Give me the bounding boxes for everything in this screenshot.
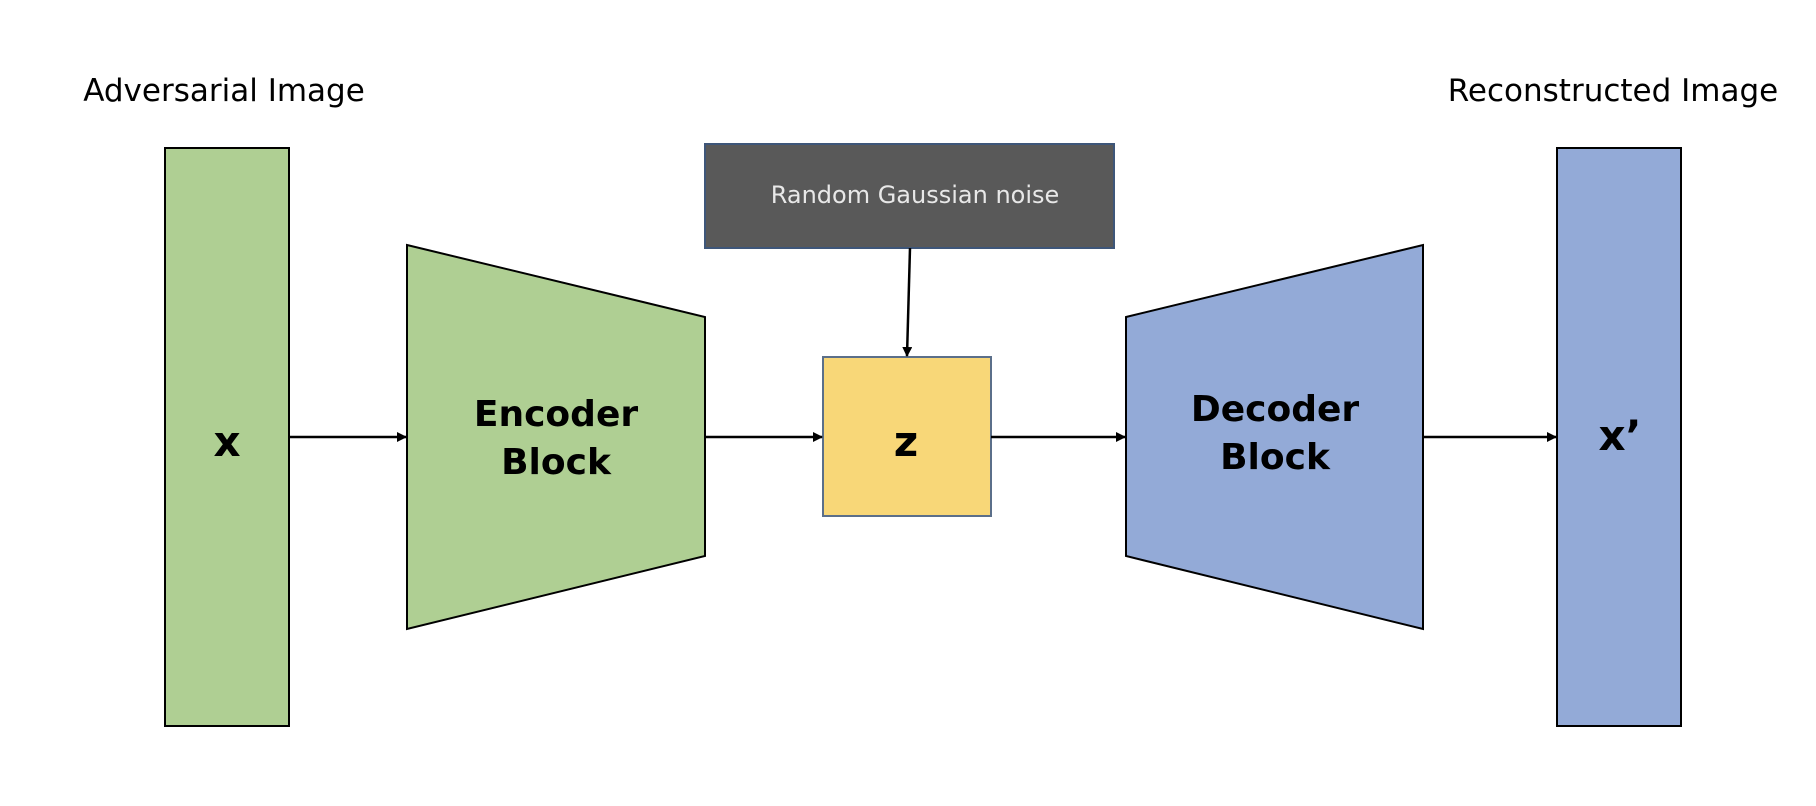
encoder-label-line1: Encoder (474, 394, 638, 435)
noise-rect (704, 143, 1115, 249)
output-variable-label: x’ (1598, 411, 1641, 460)
output-image-block: x’ (1556, 147, 1682, 727)
latent-rect (822, 356, 992, 517)
encoder-block: Encoder Block (406, 243, 706, 631)
latent-variable-label: z (894, 417, 918, 466)
encoder-label-line2: Block (501, 442, 612, 483)
input-image-rect (164, 147, 290, 727)
input-variable-label: x (213, 417, 240, 466)
decoder-label-line2: Block (1220, 437, 1331, 478)
input-caption: Adversarial Image (83, 73, 365, 109)
noise-to-latent-arrow (902, 247, 913, 357)
decoder-shape (1125, 243, 1424, 631)
decoder-block: Decoder Block (1125, 243, 1424, 631)
output-image-rect (1556, 147, 1682, 727)
output-caption: Reconstructed Image (1448, 73, 1778, 109)
latent-block: z (822, 356, 992, 517)
noise-label: Random Gaussian noise (771, 181, 1060, 209)
encoder-shape (406, 243, 706, 631)
decoder-label-line1: Decoder (1191, 389, 1360, 430)
noise-block: Random Gaussian noise (704, 143, 1115, 249)
input-image-block: x (164, 147, 290, 727)
